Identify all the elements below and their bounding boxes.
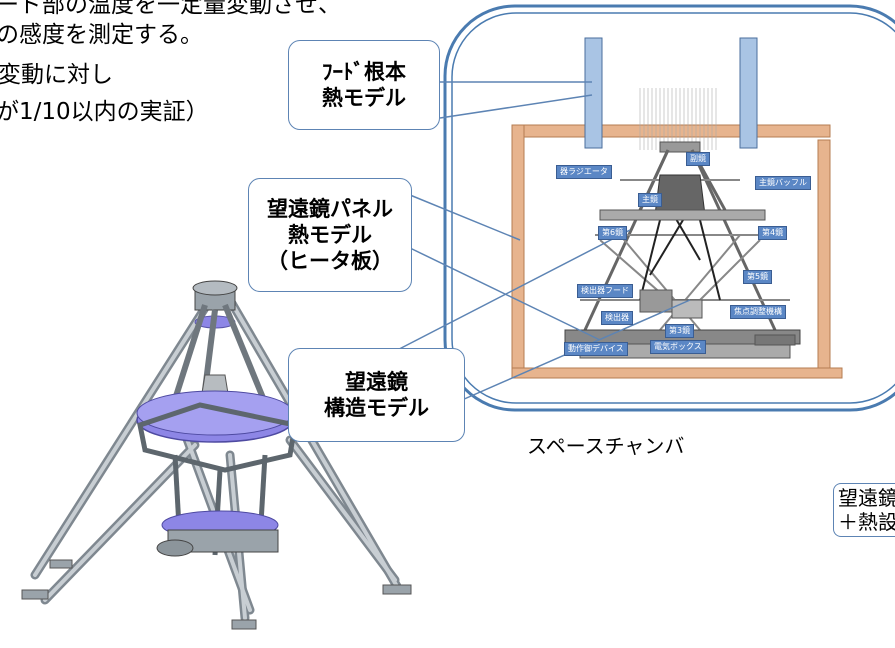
callout-hood-root-thermal-model: ﾌｰﾄﾞ根本 熱モデル <box>288 40 440 130</box>
label-vibration-device: 動作御デバイス <box>564 342 628 356</box>
hood-column-right <box>739 37 758 149</box>
label-mirror-4: 第4鏡 <box>758 226 788 240</box>
label-primary-baffle: 主鏡バッフル <box>755 176 811 190</box>
header-line-2: の感度を測定する。 <box>0 22 203 48</box>
space-chamber <box>443 4 895 412</box>
hood-column-left <box>584 37 603 149</box>
callout-structure-line-2: 構造モデル <box>324 396 429 420</box>
header-line-4: が1/10以内の実証） <box>0 99 209 125</box>
label-focus-mechanism: 焦点調整機構 <box>730 305 786 319</box>
callout-pointers <box>377 81 691 401</box>
header-line-3: 変動に対し <box>0 62 113 88</box>
callout-panel-line-2: 熱モデル <box>288 223 372 247</box>
callout-panel-line-3: （ヒータ板） <box>267 249 393 273</box>
label-mirror-6: 第6鏡 <box>598 226 628 240</box>
space-chamber-caption: スペースチャンバ <box>527 434 685 458</box>
callout-hood-root-line-2: 熱モデル <box>322 86 406 110</box>
label-electrical-box: 電気ボックス <box>650 340 706 354</box>
right-cut-line-2: ＋熱設 <box>838 510 895 534</box>
telescope-structure-3d <box>21 280 412 630</box>
label-detector: 検出器 <box>601 311 633 325</box>
label-mirror-5: 第5鏡 <box>743 270 773 284</box>
callout-structure-line-1: 望遠鏡 <box>345 370 408 394</box>
callout-panel-line-1: 望遠鏡パネル <box>267 197 393 221</box>
callout-telescope-structure-model: 望遠鏡 構造モデル <box>288 348 465 442</box>
label-primary-mirror: 主鏡 <box>638 193 662 207</box>
header-line-1: ード部の温度を一定量変動させ、 <box>0 0 341 18</box>
label-radiator: 器ラジエータ <box>556 165 612 179</box>
label-mirror-3: 第3鏡 <box>665 324 695 338</box>
callout-telescope-panel-thermal-model: 望遠鏡パネル 熱モデル （ヒータ板） <box>248 178 412 292</box>
right-cut-line-1: 望遠鏡 <box>838 486 895 510</box>
callout-hood-root-line-1: ﾌｰﾄﾞ根本 <box>322 60 406 84</box>
label-secondary-mirror: 副鏡 <box>686 152 710 166</box>
right-edge-cut-callout: 望遠鏡 ＋熱設 <box>833 483 895 537</box>
label-detector-hood: 検出器フード <box>577 284 633 298</box>
